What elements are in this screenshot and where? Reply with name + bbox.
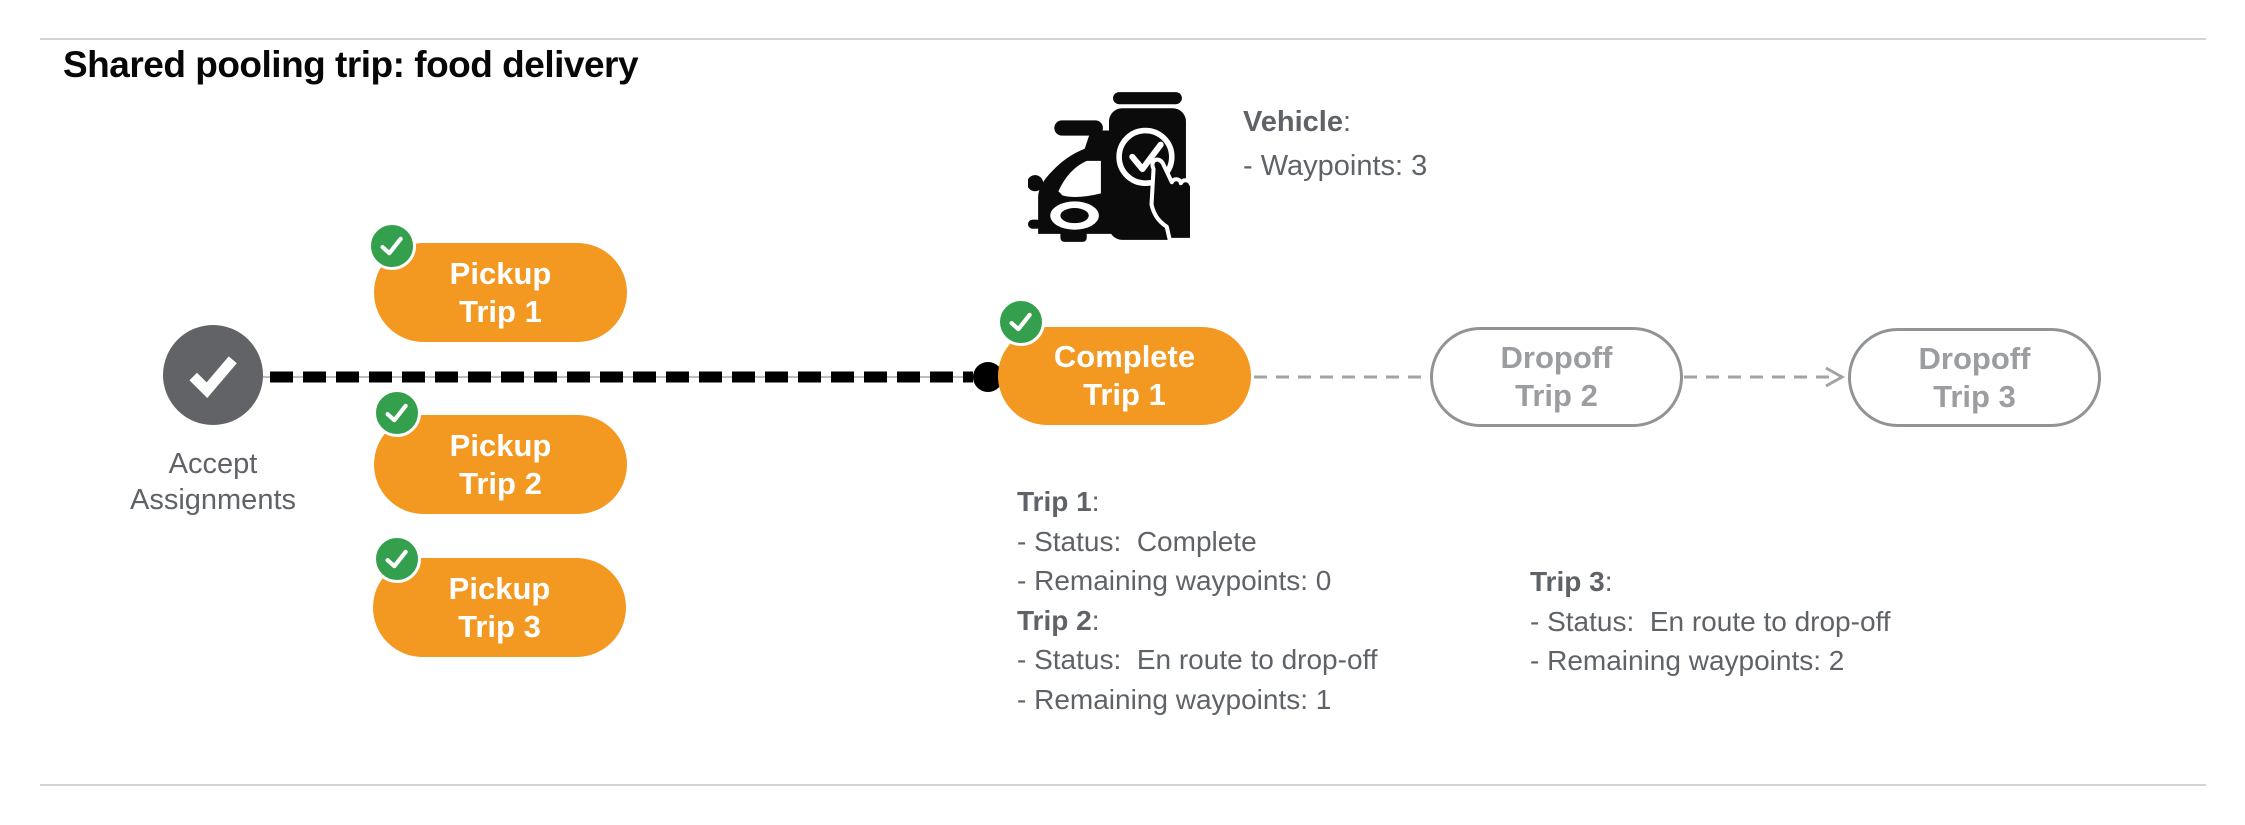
vehicle-info: Vehicle: - Waypoints: 3 (1243, 100, 1427, 188)
accept-assignments-label: Accept Assignments (63, 446, 363, 518)
check-icon (1009, 312, 1032, 332)
node-label: Trip 3 (1933, 378, 2016, 414)
node-label: Dropoff (1500, 340, 1613, 375)
vehicle-waypoints: - Waypoints: 3 (1243, 150, 1428, 182)
trip1-waypoints: - Remaining waypoints: 0 (1017, 565, 1332, 596)
accept-assignments-node (163, 325, 263, 425)
check-icon (189, 356, 237, 399)
node-dropoff-trip-2: Dropoff Trip 2 (1430, 327, 1683, 427)
node-dropoff-trip-3: Dropoff Trip 3 (1848, 328, 2101, 427)
trip-status-block-left: Trip 1: - Status: Complete - Remaining w… (1017, 482, 1378, 719)
vehicle-info-title: Vehicle: (1243, 100, 1427, 144)
trip2-status: - Status: En route to drop-off (1017, 644, 1378, 675)
node-label: Pickup (449, 427, 552, 463)
check-icon (385, 549, 408, 569)
arrowhead-icon (1825, 366, 1846, 388)
check-icon (385, 403, 408, 423)
accept-label-line2: Assignments (129, 484, 296, 516)
trip-status-block-right: Trip 3: - Status: En route to drop-off -… (1530, 562, 1891, 681)
trip2-title: Trip 2 (1017, 604, 1092, 636)
node-label: Trip 3 (458, 608, 541, 644)
vehicle-label: Vehicle (1243, 106, 1343, 138)
completed-badge-pickup-2 (373, 389, 421, 437)
accept-label-line1: Accept (168, 448, 258, 480)
node-label: Pickup (449, 255, 552, 291)
completed-badge-complete-1 (997, 298, 1045, 346)
trip1-heading: Trip 1: (1017, 482, 1378, 522)
trip1-status: - Status: Complete (1017, 525, 1257, 557)
completed-badge-pickup-1 (368, 222, 416, 270)
vehicle-icon (1028, 92, 1190, 242)
node-label: Complete (1053, 339, 1196, 374)
trip3-heading: Trip 3: (1530, 562, 1891, 602)
trip2-heading: Trip 2: (1017, 601, 1378, 641)
trip2-waypoints: - Remaining waypoints: 1 (1017, 683, 1332, 715)
trip3-status: - Status: En route to drop-off (1530, 605, 1891, 637)
node-complete-trip-1: Complete Trip 1 (998, 327, 1251, 425)
node-label: Trip 1 (1083, 377, 1166, 412)
colon: : (1604, 566, 1613, 597)
top-divider (40, 38, 2206, 40)
colon: : (1091, 486, 1100, 517)
vehicle-colon: : (1342, 106, 1352, 138)
bottom-divider (40, 784, 2206, 786)
node-label: Dropoff (1918, 340, 2031, 376)
node-pickup-trip-1: Pickup Trip 1 (374, 243, 627, 342)
trip3-waypoints: - Remaining waypoints: 2 (1530, 645, 1845, 676)
node-label: Trip 1 (459, 293, 542, 329)
colon: : (1091, 604, 1100, 636)
trip1-title: Trip 1 (1017, 486, 1092, 517)
page-title: Shared pooling trip: food delivery (63, 44, 639, 85)
completed-badge-pickup-3 (373, 535, 421, 583)
node-label: Trip 2 (1515, 378, 1598, 413)
node-label: Trip 2 (459, 465, 542, 501)
node-pickup-trip-2: Pickup Trip 2 (374, 415, 627, 514)
trip3-title: Trip 3 (1530, 566, 1605, 597)
check-icon (380, 236, 403, 256)
node-label: Pickup (448, 570, 551, 606)
